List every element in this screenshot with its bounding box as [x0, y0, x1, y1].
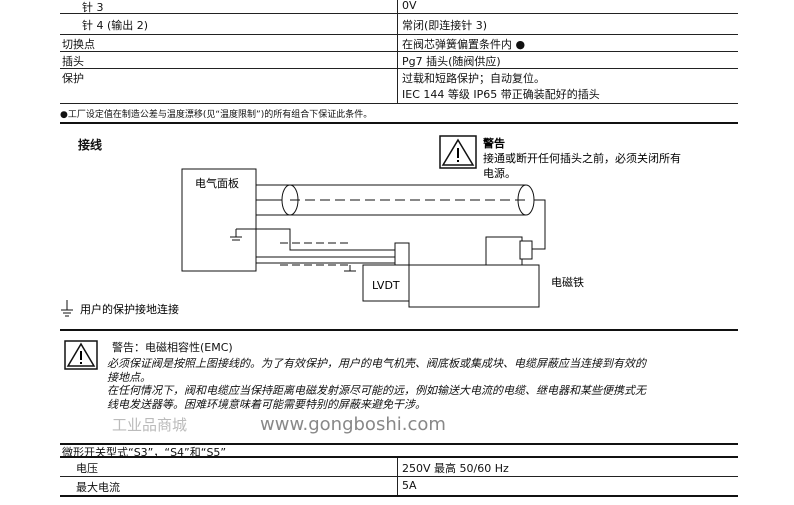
row-value: 常闭(即连接针 3) — [402, 19, 488, 32]
row-value: 250V 最高 50/60 Hz — [402, 462, 509, 475]
divider — [60, 329, 738, 331]
emc-line: 接地点。 — [107, 370, 151, 384]
watermark-text: 工业品商城 — [112, 416, 188, 434]
divider — [60, 122, 738, 124]
row-value: 在阀芯弹簧偏置条件内 ● — [402, 38, 526, 51]
ground-icon — [61, 300, 73, 317]
panel-label: 电气面板 — [195, 176, 239, 190]
watermark-url: www.gongboshi.com — [260, 414, 446, 435]
row-value: 过载和短路保护；自动复位。 — [402, 72, 545, 85]
table-row: 插头 Pg7 插头(随阀供应) — [60, 52, 738, 69]
row-label: 插头 — [62, 55, 84, 68]
ground-legend: 用户的保护接地连接 — [80, 302, 179, 316]
emc-line: 必须保证阀是按照上图接线的。为了有效保护，用户的电气机壳、阀底板或集成块、电缆屏… — [107, 357, 646, 370]
solenoid — [408, 236, 540, 308]
table-row: 针 4 (输出 2) 常闭(即连接针 3) — [60, 14, 738, 35]
solenoid-label: 电磁铁 — [551, 276, 584, 289]
footnote: ●工厂设定值在制造公差与温度漂移(见“温度限制”)的所有组合下保证此条件。 — [60, 110, 373, 120]
row-label: 针 4 (输出 2) — [82, 19, 149, 32]
microswitch-heading: 微形开关型式“S3”，“S4”和“S5” — [62, 446, 227, 459]
row-value: Pg7 插头(随阀供应) — [402, 55, 501, 68]
row-label: 切换点 — [62, 38, 95, 51]
lvdt-label: LVDT — [372, 279, 400, 292]
warning-title: 警告 — [482, 136, 505, 150]
lvdt-unit — [362, 242, 410, 302]
row-label: 保护 — [62, 72, 84, 85]
row-label: 电压 — [76, 462, 98, 475]
warning-text: 接通或断开任何插头之前，必须关闭所有 — [483, 151, 681, 165]
wiring-diagram: 电气面板 LVDT 电磁铁 警告 接通或断开任何插头之前，必须关闭所有 电源。 … — [61, 135, 681, 317]
row-value: 5A — [402, 479, 417, 492]
wiring-title: 接线 — [78, 138, 103, 152]
emc-line: 在任何情况下，阀和电缆应当保持距离电磁发射源尽可能的远，例如输送大电流的电缆、继… — [107, 384, 646, 397]
table-row: 电压 250V 最高 50/60 Hz — [60, 458, 738, 477]
row-value: 0V — [402, 0, 417, 12]
warning-icon — [64, 340, 98, 370]
warning-text: 电源。 — [483, 166, 516, 180]
divider — [60, 456, 738, 458]
table-row: 针 3 0V — [60, 0, 738, 14]
row-value-2: IEC 144 等级 IP65 带正确装配好的插头 — [402, 88, 600, 101]
table-row: 切换点 在阀芯弹簧偏置条件内 ● — [60, 35, 738, 52]
emc-text: 必须保证阀是按照上图接线的。为了有效保护，用户的电气机壳、阀底板或集成块、电缆屏… — [107, 357, 646, 411]
table-row: 保护 过载和短路保护；自动复位。 IEC 144 等级 IP65 带正确装配好的插头 — [60, 69, 738, 104]
emc-title: 警告：电磁相容性(EMC) — [112, 341, 233, 354]
emc-line: 线电发送器等。困难环境意味着可能需要特别的屏蔽来避免干涉。 — [107, 397, 426, 411]
row-label: 针 3 — [82, 1, 104, 14]
table-row: 最大电流 5A — [60, 477, 738, 497]
row-label: 最大电流 — [76, 481, 120, 494]
warning-icon — [439, 135, 477, 169]
divider — [60, 443, 738, 445]
